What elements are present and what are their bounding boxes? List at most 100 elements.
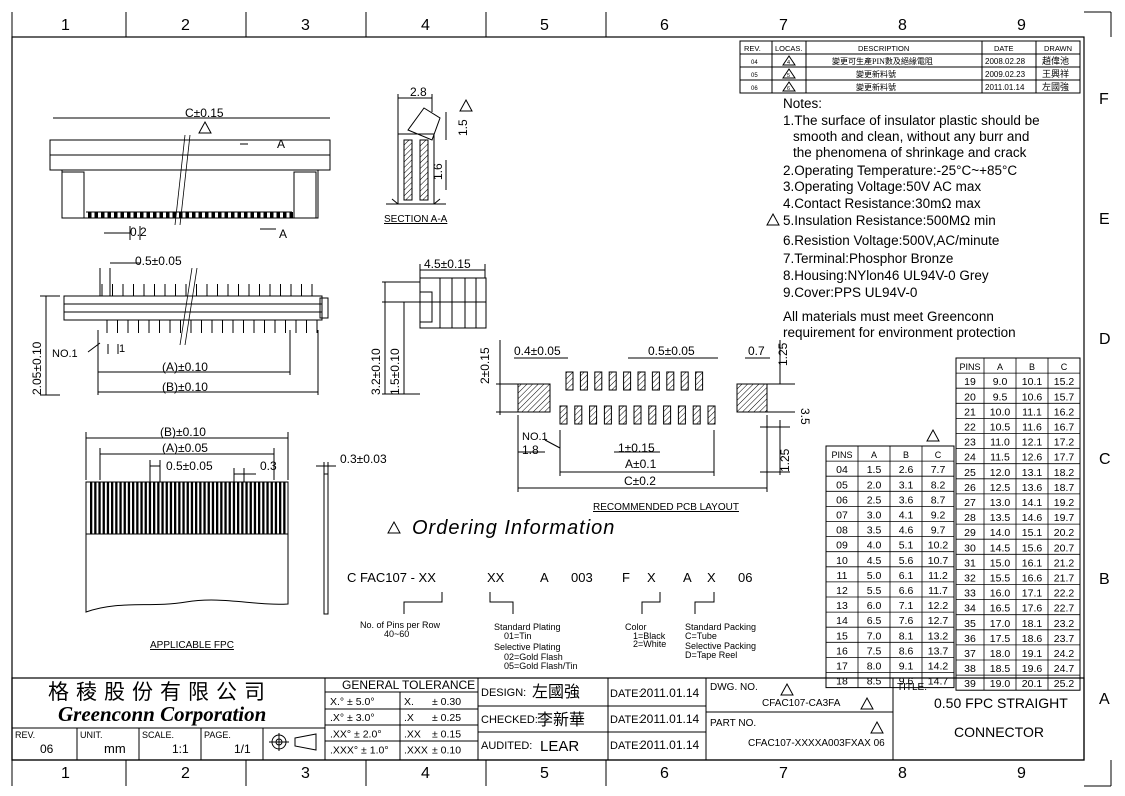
contact-tooth — [218, 212, 222, 218]
pin-table-cell: 18.2 — [1054, 467, 1075, 479]
pin-table-cell: 17.1 — [1022, 588, 1043, 600]
pcb-dim-0-4: 0.4±0.05 — [514, 344, 561, 358]
svg-text:003: 003 — [571, 570, 593, 585]
pin-table-header: PINS — [831, 450, 852, 460]
pcb-pad — [651, 371, 660, 391]
revision-drawn: 左國強 — [1042, 81, 1069, 92]
pin-table-cell: 7.1 — [899, 600, 914, 612]
revision-drawn: 趙偉池 — [1042, 55, 1069, 66]
revision-rev: 05 — [751, 73, 758, 79]
date-label-2: DATE: — [610, 714, 642, 726]
dwg-value: CFAC107-CA3FA — [762, 698, 841, 709]
fpc-finger — [245, 482, 248, 534]
pin-table-cell: 10 — [836, 555, 848, 567]
pin-table-cell: 20 — [964, 391, 976, 403]
fpc-finger — [140, 482, 143, 534]
pin-table-cell: 23 — [964, 437, 976, 449]
pin-table-cell: 9.2 — [931, 510, 946, 522]
pin-table-cell: 20.7 — [1054, 542, 1075, 554]
fpc-dim-pitch: 0.5±0.05 — [166, 459, 213, 473]
revision-desc: 變更新料號 — [856, 69, 896, 79]
notes-block: Notes: 1.The surface of insulator plasti… — [783, 96, 1040, 340]
pin-table-cell: 17.0 — [990, 618, 1011, 630]
dim-0-2: 0.2 — [130, 225, 147, 239]
fpc-finger — [165, 482, 168, 534]
pin-table-cell: 10.6 — [1022, 391, 1043, 403]
pin-table-header: C — [935, 450, 942, 460]
tolerance-decimal: .XX — [404, 728, 421, 740]
pin-table-cell: 18.1 — [1022, 618, 1043, 630]
pin-table-cell: 22 — [964, 422, 976, 434]
pcb-dim-3-5: 3.5 — [798, 408, 812, 425]
pin-table-cell: 10.0 — [990, 406, 1011, 418]
col-label-top: 5 — [540, 17, 549, 34]
dim-height: 2.05±0.10 — [30, 341, 44, 395]
pin-table-header: C — [1061, 362, 1068, 372]
dim-sec-1-6: 1.6 — [431, 163, 445, 180]
pin-table-header: PINS — [959, 362, 980, 372]
pin-table-cell: 11.6 — [1022, 422, 1042, 434]
col-label-top: 8 — [898, 17, 907, 34]
pin-table-cell: 12.5 — [990, 482, 1011, 494]
pin-table-cell: 16.6 — [1022, 573, 1043, 585]
row-label: E — [1099, 211, 1110, 228]
pcb-dim-2: 2±0.15 — [478, 347, 492, 384]
pcb-pad — [603, 405, 612, 425]
dim-b-front: (B)±0.10 — [162, 380, 208, 394]
revision-header: DATE — [994, 44, 1013, 53]
section-label: SECTION A-A — [384, 214, 448, 225]
contact-tooth — [127, 212, 131, 218]
pin-table-cell: 13 — [836, 600, 848, 612]
fpc-finger — [232, 482, 236, 534]
title-line-2: CONNECTOR — [954, 724, 1044, 740]
pin-table-cell: 13.1 — [1022, 467, 1043, 479]
date-value-3: 2011.01.14 — [640, 738, 699, 752]
pin-table-cell: 36 — [964, 633, 976, 645]
title-line-1: 0.50 FPC STRAIGHT — [934, 695, 1068, 711]
revision-rev: 04 — [751, 60, 758, 66]
svg-text:6.Resistion Voltage:500V,AC/mi: 6.Resistion Voltage:500V,AC/minute — [783, 233, 999, 248]
tolerance-value: ± 0.30 — [432, 696, 461, 708]
pcb-pad — [707, 405, 716, 425]
pin-table-cell: 19.2 — [1054, 497, 1075, 509]
revision-date: 2011.01.14 — [985, 83, 1025, 92]
pin-table-cell: 6.1 — [899, 570, 914, 582]
contact-tooth — [205, 212, 209, 218]
pin-table-header: A — [871, 450, 877, 460]
section-a-a-drawing — [386, 94, 447, 205]
svg-text:5.Insulation Resistance:500MΩ: 5.Insulation Resistance:500MΩ min — [783, 213, 996, 228]
pin-table-cell: 16.1 — [1022, 557, 1043, 569]
pin-table-cell: 26 — [964, 482, 976, 494]
pin-table-cell: 08 — [836, 525, 848, 537]
pin-table-cell: 14.5 — [990, 542, 1011, 554]
fpc-finger — [144, 482, 147, 534]
col-label-bottom: 5 — [540, 765, 549, 782]
fpc-finger — [283, 482, 286, 534]
pin-table-cell: 9.1 — [899, 661, 914, 673]
pin-table-cell: 12 — [836, 585, 848, 597]
pin-table-cell: 13.2 — [928, 630, 949, 642]
fpc-finger — [161, 482, 164, 534]
svg-text:C=Tube: C=Tube — [685, 631, 717, 641]
dwg-label: DWG. NO. — [710, 682, 758, 693]
dim-sec-1-5: 1.5 — [456, 119, 470, 136]
tolerance-decimal: .XXX — [404, 745, 428, 757]
pcb-pad — [637, 371, 646, 391]
pcb-pad — [692, 405, 701, 425]
pin-table-cell: 13.5 — [990, 512, 1011, 524]
fpc-finger — [178, 482, 181, 534]
pin-table-cell: 33 — [964, 588, 976, 600]
pin-table-cell: 23.7 — [1054, 633, 1075, 645]
pin-table-cell: 17.6 — [1022, 603, 1043, 615]
pin-table-cell: 20.1 — [1022, 678, 1043, 690]
fpc-finger — [262, 482, 265, 534]
revision-header: REV. — [744, 44, 761, 53]
dim-side-width: 4.5±0.15 — [424, 257, 471, 271]
fpc-drawing — [85, 432, 336, 615]
row-label: B — [1099, 571, 1110, 588]
tolerance-title: GENERAL TOLERANCE — [342, 678, 475, 692]
rev-value: 06 — [40, 742, 54, 756]
pin-table-cell: 11.0 — [990, 437, 1010, 449]
date-value-2: 2011.01.14 — [640, 712, 699, 726]
